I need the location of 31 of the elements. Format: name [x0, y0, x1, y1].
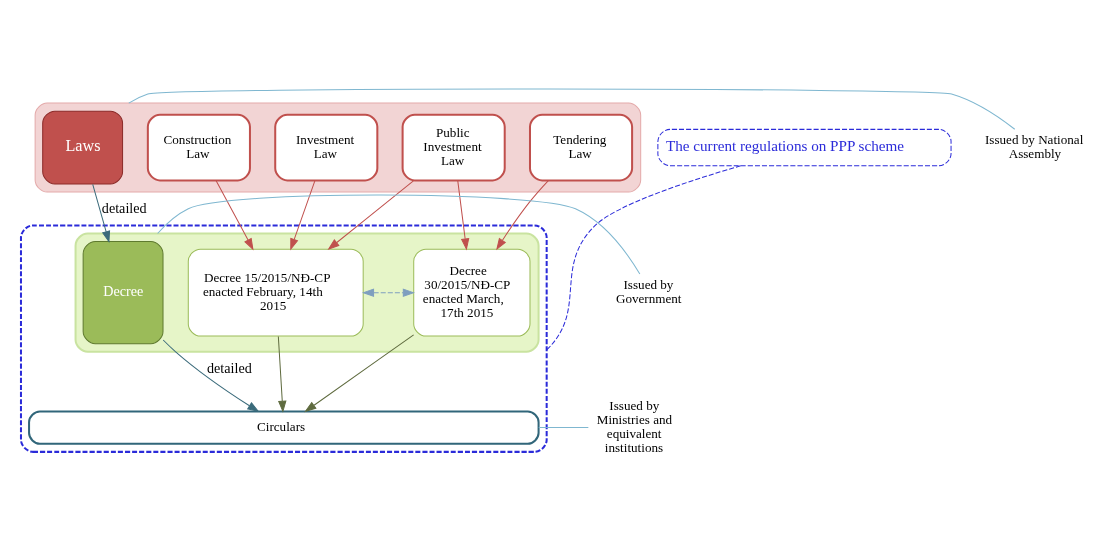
node-box: Investment Law [274, 113, 379, 182]
connector [157, 194, 641, 275]
node-box: The current regulations on PPP scheme [657, 128, 952, 167]
node-text: Issued by Ministries and equivalent institutions [596, 397, 673, 456]
node-box: Decree 30/2015/NĐ-CP enacted March, 17th 2015 [413, 248, 531, 337]
arrow [327, 180, 415, 250]
node-box: Decree [82, 241, 164, 345]
node-text: Issued by National Assembly [984, 131, 1084, 162]
connector [546, 165, 742, 351]
arrow [496, 180, 549, 251]
arrow [92, 183, 111, 243]
arrow [290, 180, 316, 251]
connector [128, 88, 1016, 130]
arrow [215, 180, 254, 251]
arrow [304, 334, 415, 413]
node-box: Decree 15/2015/NĐ-CP enacted February, 14th 2015 [187, 248, 364, 337]
node-box: Tendering Law [529, 113, 634, 182]
arrow [162, 339, 260, 412]
node-box: Laws [42, 110, 124, 185]
cluster [34, 102, 642, 193]
edge-label: detailed [101, 200, 147, 217]
arrow [457, 180, 470, 251]
node-box: Public Investment Law [401, 113, 506, 182]
node-box: Construction Law [146, 113, 251, 182]
arrow [277, 335, 287, 413]
connector [538, 427, 589, 429]
cluster [19, 224, 548, 453]
node-box: Circulars [28, 410, 540, 445]
arrow [361, 288, 415, 297]
edge-label: detailed [206, 360, 252, 377]
node-text: Issued by Government [615, 277, 682, 307]
